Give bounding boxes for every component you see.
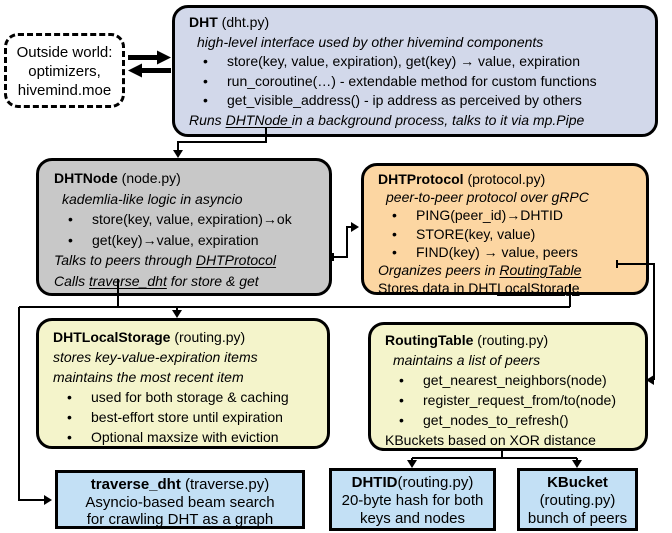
- dht-to-outside-arrow-icon: [128, 63, 171, 78]
- dhtprotocol-bullet-1: PING(peer_id)→DHTID: [378, 206, 646, 224]
- dhtprotocol-bullet-3: FIND(key) → value, peers: [378, 243, 646, 261]
- dhtid-title: DHTID: [351, 474, 398, 491]
- dht-bullet-2: run_coroutine(…) - extendable method for…: [189, 72, 655, 92]
- dhtnode-line6-post: for store & get: [166, 272, 259, 289]
- outside-world-line1: Outside world:: [16, 44, 113, 61]
- dht-bullet-1: store(key, value, expiration), get(key) …: [189, 52, 655, 72]
- dhtlocalstorage-node-box: DHTLocalStorage (routing.py) stores key-…: [36, 318, 330, 449]
- dhtnode-line6: Calls traverse_dht for store & get: [54, 271, 329, 292]
- routingtable-footer: KBuckets based on XOR distance: [385, 432, 596, 448]
- routingtable-to-dhtid-kbucket-arrow-icon: [407, 451, 582, 468]
- dhtlocalstorage-bullet-1: used for both storage & caching: [53, 387, 327, 407]
- dhtprotocol-routingtable-ref: RoutingTable: [499, 262, 582, 279]
- dht-subtitle: high-level interface used by other hivem…: [197, 33, 544, 50]
- dhtid-title-line: DHTID(routing.py): [332, 474, 493, 492]
- routingtable-bullet-3: get_nodes_to_refresh(): [385, 410, 645, 430]
- routingtable-bullet-2: register_request_from/to(node): [385, 390, 645, 410]
- dhtlocalstorage-bullet-3: Optional maxsize with eviction: [53, 427, 327, 447]
- outside-world-line3: hivemind.moe: [17, 82, 112, 99]
- kbucket-title: KBucket: [547, 474, 608, 491]
- outside-world-node: Outside world: optimizers, hivemind.moe: [4, 33, 125, 108]
- dhtnode-line5: Talks to peers through DHTProtocol: [54, 250, 329, 271]
- routingtable-bullet-1: get_nearest_neighbors(node): [385, 370, 645, 390]
- dhtprotocol-line6: Organizes peers in RoutingTable: [378, 261, 646, 279]
- routingtable-subtitle: maintains a list of peers: [393, 352, 541, 368]
- dht-title-line: DHT (dht.py): [189, 13, 655, 33]
- dht-footer-post: in a background process, talks to it via…: [291, 111, 585, 128]
- traverse-dht-title-line: traverse_dht (traverse.py): [58, 476, 302, 494]
- dht-node-box: DHT (dht.py) high-level interface used b…: [172, 5, 658, 137]
- dhtnode-title-line: DHTNode (node.py): [54, 168, 329, 189]
- dhtnode-node-box: DHTNode (node.py) kademlia-like logic in…: [36, 158, 332, 296]
- dht-footer-pre: Runs: [189, 111, 226, 128]
- dhtid-file: (routing.py): [397, 474, 474, 491]
- dhtnode-bullet-1: store(key, value, expiration)→ok: [54, 209, 329, 230]
- kbucket-line3: bunch of peers: [527, 510, 628, 527]
- dhtid-line2: 20-byte hash for both: [341, 492, 484, 509]
- traverse-dht-line2: Asyncio-based beam search: [85, 493, 275, 511]
- dhtprotocol-file: (protocol.py): [463, 171, 546, 187]
- dhtnode-file: (node.py): [117, 170, 181, 186]
- dht-footer: Runs DHTNode in a background process, ta…: [189, 111, 655, 131]
- dhtprotocol-line7-pre: Stores data in DHT: [378, 280, 498, 297]
- dhtnode-to-dhtprotocol-arrow-icon: [332, 222, 359, 261]
- traverse-dht-title: traverse_dht: [90, 476, 181, 493]
- dhtid-node-box: DHTID(routing.py) 20-byte hash for both …: [329, 468, 496, 531]
- kbucket-node-box: KBucket (routing.py) bunch of peers: [517, 468, 638, 531]
- dhtprotocol-line7: Stores data in DHTLocalStorage: [378, 279, 646, 297]
- dhtid-line3: keys and nodes: [359, 510, 466, 527]
- dhtprotocol-node-box: DHTProtocol (protocol.py) peer-to-peer p…: [361, 163, 649, 297]
- dhtprotocol-localstorage-ref: LocalStorage: [497, 280, 580, 297]
- dhtprotocol-line6-pre: Organizes peers in: [378, 262, 500, 279]
- dhtlocalstorage-subtitle2: maintains the most recent item: [53, 369, 244, 385]
- dhtnode-bullet-2: get(key)→value, expiration: [54, 230, 329, 251]
- dhtnode-line6-pre: Calls: [54, 272, 90, 289]
- dht-file: (dht.py): [217, 14, 270, 30]
- dhtnode-subtitle: kademlia-like logic in asyncio: [62, 190, 243, 207]
- outside-world-line2: optimizers,: [28, 63, 101, 80]
- dhtlocalstorage-title: DHTLocalStorage: [53, 329, 171, 345]
- dht-footer-dhtnode-ref: DHTNode: [225, 111, 292, 128]
- dhtlocalstorage-file: (routing.py): [170, 329, 246, 345]
- routingtable-title-line: RoutingTable (routing.py): [385, 330, 645, 350]
- dhtnode-dhtprotocol-ref: DHTProtocol: [195, 252, 277, 268]
- dhtnode-line5-pre: Talks to peers through: [54, 252, 196, 268]
- dhtprotocol-title-line: DHTProtocol (protocol.py): [378, 170, 646, 188]
- kbucket-file: (routing.py): [539, 492, 616, 509]
- routingtable-file: (routing.py): [473, 332, 549, 348]
- dht-title: DHT: [189, 14, 218, 30]
- dhtprotocol-bullet-2: STORE(key, value): [378, 225, 646, 243]
- dhtlocalstorage-bullet-2: best-effort store until expiration: [53, 407, 327, 427]
- routingtable-node-box: RoutingTable (routing.py) maintains a li…: [368, 322, 648, 451]
- traverse-dht-line3: for crawling DHT as a graph: [86, 511, 274, 528]
- traverse-dht-node-box: traverse_dht (traverse.py) Asyncio-based…: [55, 470, 305, 529]
- outside-to-dht-arrow-icon: [128, 50, 171, 65]
- dht-bullet-3: get_visible_address() - ip address as pe…: [189, 91, 655, 111]
- dhtprotocol-subtitle: peer-to-peer protocol over gRPC: [386, 189, 589, 206]
- dhtnode-title: DHTNode: [54, 170, 118, 186]
- dhtprotocol-title: DHTProtocol: [378, 171, 464, 187]
- dhtlocalstorage-subtitle1: stores key-value-expiration items: [53, 349, 258, 365]
- dhtlocalstorage-title-line: DHTLocalStorage (routing.py): [53, 327, 327, 347]
- traverse-dht-file: (traverse.py): [180, 476, 270, 493]
- routingtable-title: RoutingTable: [385, 332, 474, 348]
- dhtnode-traverse-ref: traverse_dht: [89, 272, 167, 289]
